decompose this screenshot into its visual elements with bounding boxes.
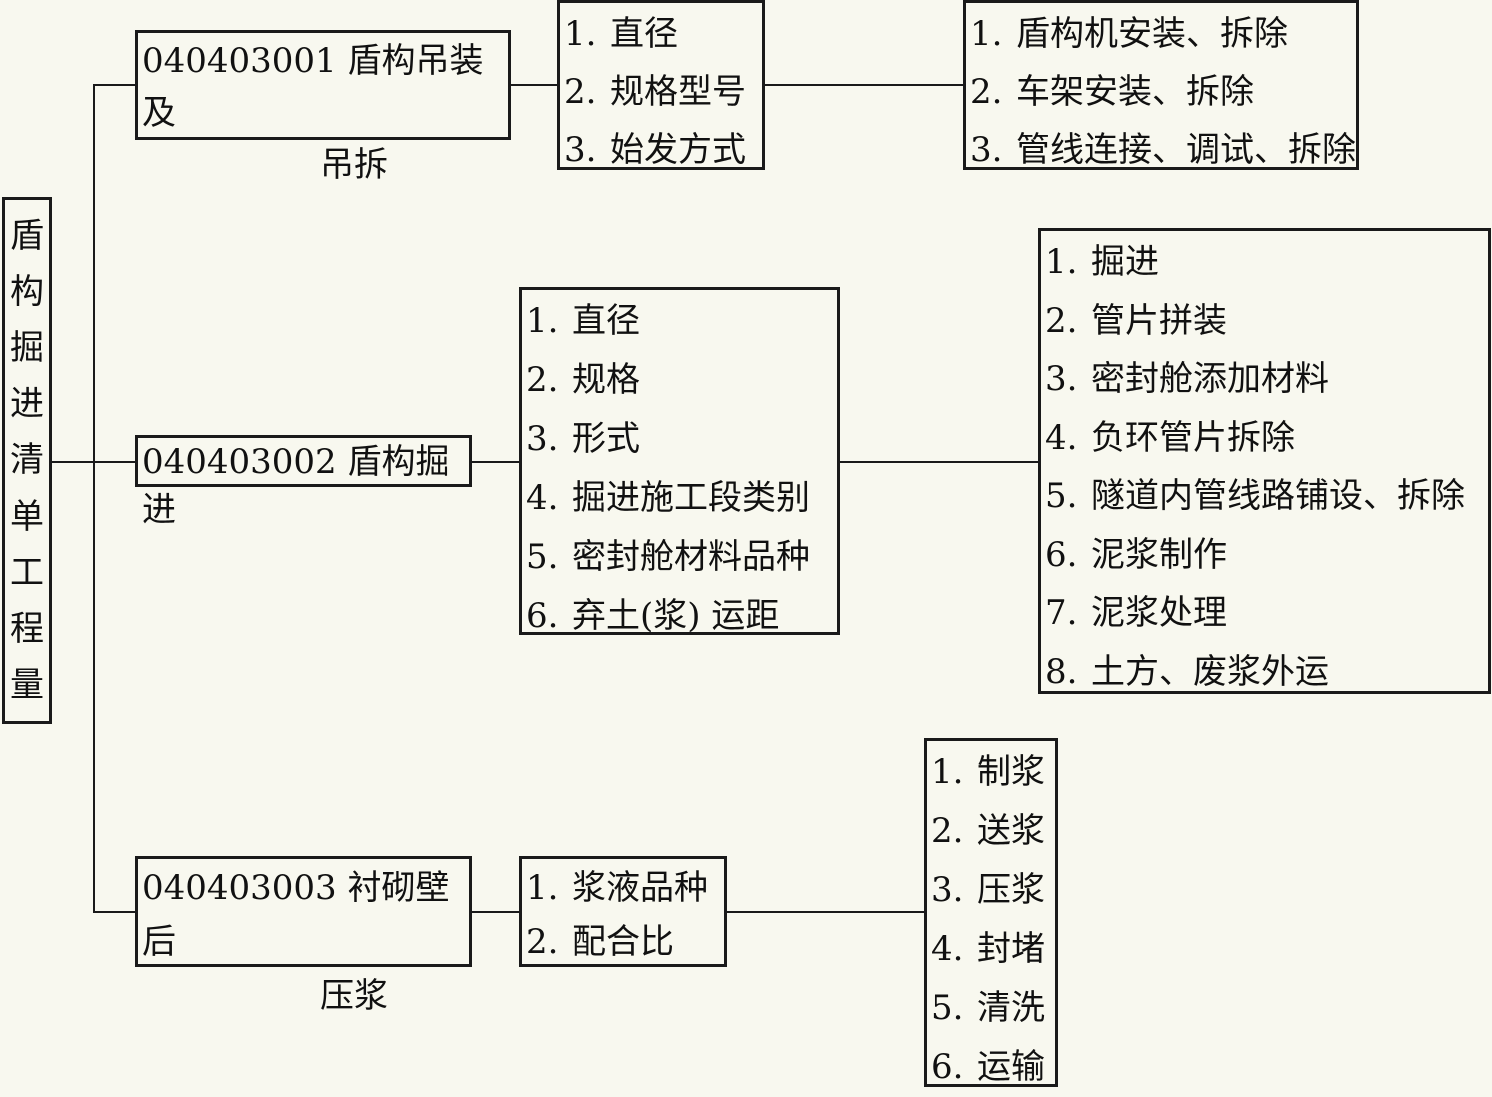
list-item: 3.密封舱添加材料: [1045, 359, 1329, 399]
connector-trunk-item1: [93, 84, 137, 86]
list-item: 2.车架安装、拆除: [970, 72, 1254, 112]
item-node-040403002: 040403002 盾构掘进: [135, 435, 472, 530]
root-char: 量: [10, 664, 44, 705]
work-list-item3: 1.制浆 2.送浆 3.压浆 4.封堵 5.清洗 6.运输: [924, 738, 1058, 1087]
connector-trunk-item3: [93, 911, 137, 913]
list-item: 4.掘进施工段类别: [526, 478, 810, 518]
list-item: 6.泥浆制作: [1045, 534, 1227, 575]
list-item: 7.泥浆处理: [1045, 593, 1227, 633]
list-item: 1.直径: [526, 301, 640, 341]
item-name: 盾构掘进: [142, 442, 450, 530]
item-node-040403001: 040403001 盾构吊装及 吊拆: [135, 30, 511, 185]
connector-root-trunk: [52, 461, 94, 463]
list-item: 2.送浆: [931, 811, 1045, 851]
list-item: 3.形式: [526, 419, 640, 459]
root-char: 盾: [10, 216, 44, 257]
item-code: 040403003: [142, 868, 337, 908]
connector-item1-features: [511, 84, 557, 86]
root-char: 程: [10, 608, 44, 649]
item-name-cont: 吊拆: [320, 145, 388, 185]
connector-features2-work: [840, 461, 1038, 463]
list-item: 5.清洗: [931, 988, 1045, 1028]
list-item: 3.压浆: [931, 870, 1045, 910]
list-item: 4.负环管片拆除: [1045, 417, 1295, 458]
item-name-cont: 压浆: [320, 976, 388, 1016]
root-char: 构: [10, 272, 44, 313]
root-char: 单: [10, 496, 44, 537]
list-item: 6.运输: [931, 1047, 1045, 1087]
root-node-label: 盾 构 掘 进 清 单 工 程 量: [2, 197, 52, 724]
list-item: 8.土方、废浆外运: [1045, 651, 1329, 692]
list-item: 2.管片拼装: [1045, 300, 1227, 341]
list-item: 2.规格型号: [564, 72, 746, 112]
list-item: 5.隧道内管线路铺设、拆除: [1045, 476, 1465, 516]
trunk-vertical: [93, 84, 95, 913]
connector-features1-work: [765, 84, 963, 86]
list-item: 1.盾构机安装、拆除: [970, 14, 1288, 54]
features-list-item1: 1.直径 2.规格型号 3.始发方式: [557, 0, 765, 170]
connector-trunk-item2: [93, 461, 137, 463]
features-list-item3: 1.浆液品种 2.配合比: [519, 856, 727, 967]
root-char: 清: [10, 440, 44, 481]
list-item: 6.弃土(浆) 运距: [526, 596, 780, 636]
features-list-item2: 1.直径 2.规格 3.形式 4.掘进施工段类别 5.密封舱材料品种 6.弃土(…: [519, 287, 840, 636]
list-item: 3.始发方式: [564, 130, 746, 170]
item-node-040403003: 040403003 衬砌壁后 压浆: [135, 856, 472, 1016]
connector-item2-features: [472, 461, 519, 463]
list-item: 1.浆液品种: [526, 868, 708, 908]
list-item: 1.掘进: [1045, 242, 1159, 282]
list-item: 4.封堵: [931, 929, 1045, 969]
list-item: 2.配合比: [526, 922, 674, 962]
connector-features3-work: [727, 911, 924, 913]
connector-item3-features: [472, 911, 519, 913]
root-char: 工: [10, 552, 44, 593]
list-item: 1.直径: [564, 14, 678, 54]
work-list-item2: 1.掘进 2.管片拼装 3.密封舱添加材料 4.负环管片拆除 5.隧道内管线路铺…: [1038, 228, 1491, 694]
item-name: 衬砌壁后: [142, 868, 450, 962]
item-code: 040403002: [142, 442, 337, 482]
item-name: 盾构吊装及: [142, 41, 484, 133]
root-char: 进: [10, 384, 44, 425]
work-list-item1: 1.盾构机安装、拆除 2.车架安装、拆除 3.管线连接、调试、拆除: [963, 0, 1359, 170]
root-char: 掘: [10, 328, 44, 369]
item-code: 040403001: [142, 41, 337, 81]
list-item: 2.规格: [526, 360, 640, 400]
list-item: 1.制浆: [931, 752, 1045, 792]
list-item: 3.管线连接、调试、拆除: [970, 130, 1356, 170]
list-item: 5.密封舱材料品种: [526, 537, 810, 577]
